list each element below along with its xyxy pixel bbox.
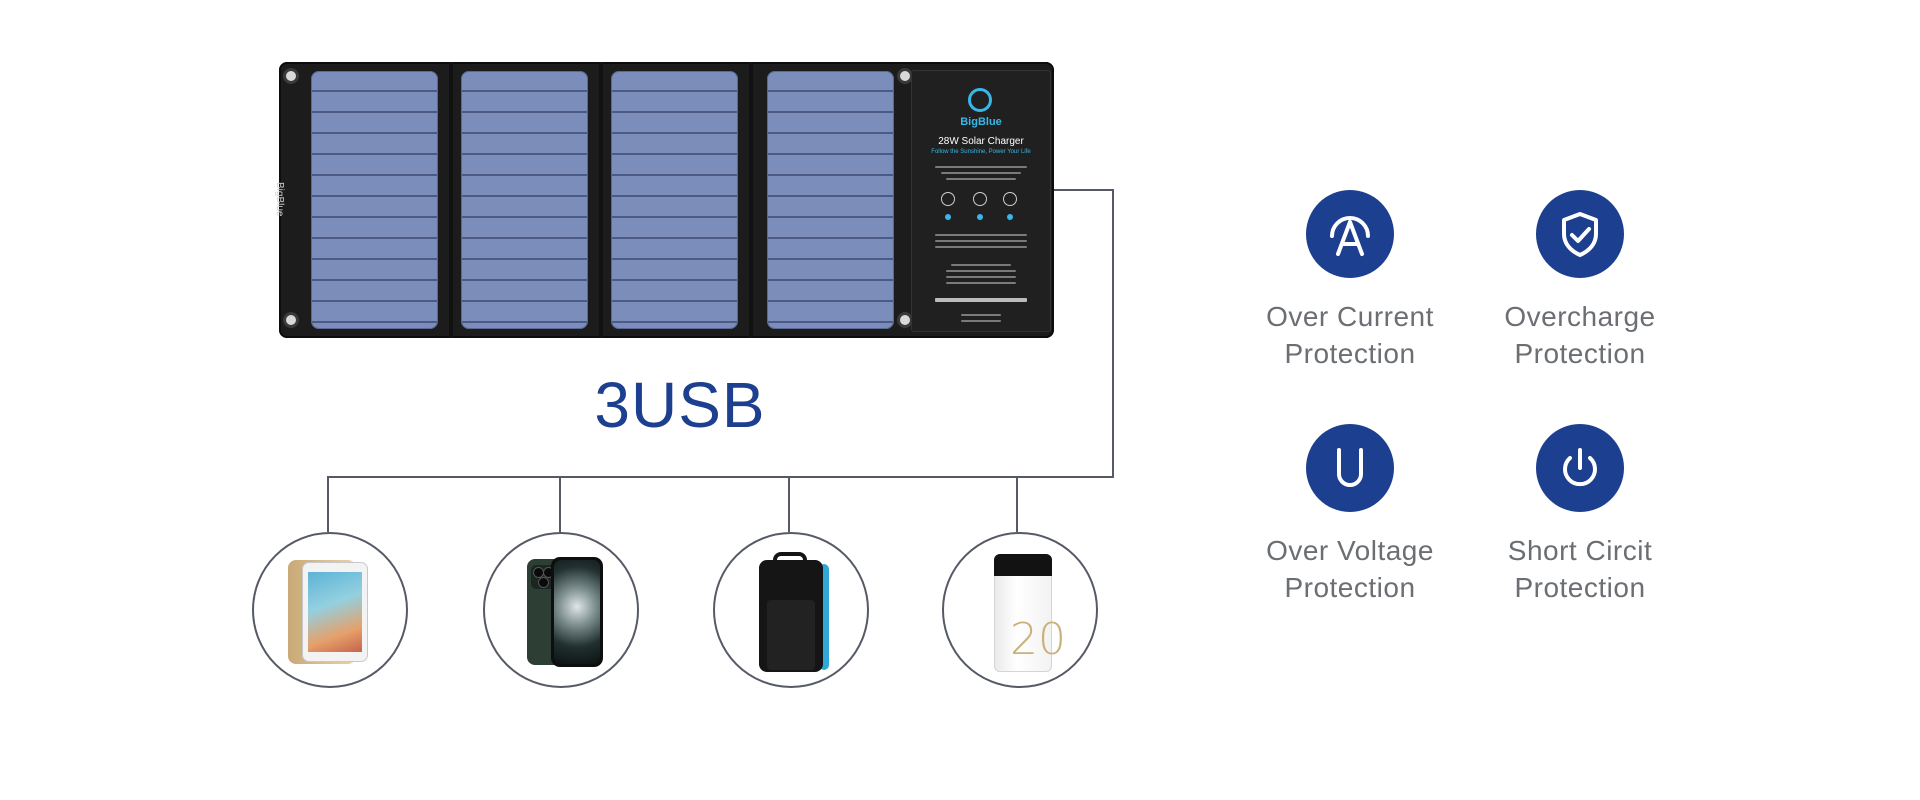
fine-print [935,166,1027,168]
fine-print [935,240,1027,242]
cable-line [1054,189,1114,191]
fine-print [961,314,1001,316]
cloud-icon [1003,192,1017,206]
panel-seam [749,62,753,338]
fine-print [941,172,1021,174]
grommet [283,312,299,328]
device-circle-rugged-bank [713,532,869,688]
solar-cell [767,71,894,329]
fine-print [935,234,1027,236]
side-brand-label: BigBlue [274,182,285,217]
power-bank-icon [759,552,829,672]
fine-print [946,270,1016,272]
usb-pocket: BigBlue 28W Solar Charger Follow the Sun… [911,70,1051,332]
feature-label-line2: Protection [1284,572,1416,603]
feature-label-line2: Protection [1514,572,1646,603]
usb-count-label: 3USB [594,369,766,441]
grommet [283,68,299,84]
cable-line [1112,189,1114,478]
cable-line [1016,476,1018,532]
indicator-dot [1007,214,1013,220]
cable-line [788,476,790,532]
fine-print [946,178,1016,180]
capacity-number: 20 [1010,614,1066,665]
fine-print [946,282,1016,284]
device-circle-white-bank: 20 [942,532,1098,688]
feature-label-line1: Overcharge [1504,301,1656,332]
current-icon [1306,190,1394,278]
fine-print [961,320,1001,322]
solar-panel: BigBlue BigBlue 28W Solar Charger Follow… [274,62,1054,338]
fine-print [946,276,1016,278]
panel-seam [599,62,603,338]
device-circle-tablet [252,532,408,688]
feature-over-current: Over Current Protection [1235,190,1465,372]
solar-cell [611,71,738,329]
phone-icon [527,557,603,667]
feature-label-line2: Protection [1514,338,1646,369]
indicator-dot [977,214,983,220]
panel-seam [449,62,453,338]
feature-short-circuit: Short Circit Protection [1465,424,1695,606]
pocket-brand: BigBlue [960,116,1002,128]
feature-label-line1: Over Voltage [1266,535,1434,566]
device-circle-phone [483,532,639,688]
partly-cloudy-icon [973,192,987,206]
brand-logo-icon [968,88,992,112]
power-bank-icon: 20 [994,554,1066,672]
voltage-icon [1306,424,1394,512]
sun-icon [941,192,955,206]
pocket-tagline: Follow the Sunshine, Power Your Life [931,149,1031,155]
feature-label-line1: Over Current [1266,301,1434,332]
feature-label-line2: Protection [1284,338,1416,369]
feature-overcharge: Overcharge Protection [1465,190,1695,372]
feature-over-voltage: Over Voltage Protection [1235,424,1465,606]
tablet-icon [288,560,368,664]
cable-line [327,476,1114,478]
fine-print [935,246,1027,248]
certification-marks [935,298,1027,302]
fine-print [951,264,1011,266]
feature-label-line1: Short Circit [1507,535,1653,566]
shield-check-icon [1536,190,1624,278]
indicator-dot [945,214,951,220]
solar-cell [461,71,588,329]
cable-line [559,476,561,532]
pocket-title: 28W Solar Charger [938,136,1024,147]
power-icon [1536,424,1624,512]
cable-line [327,476,329,532]
solar-cell [311,71,438,329]
